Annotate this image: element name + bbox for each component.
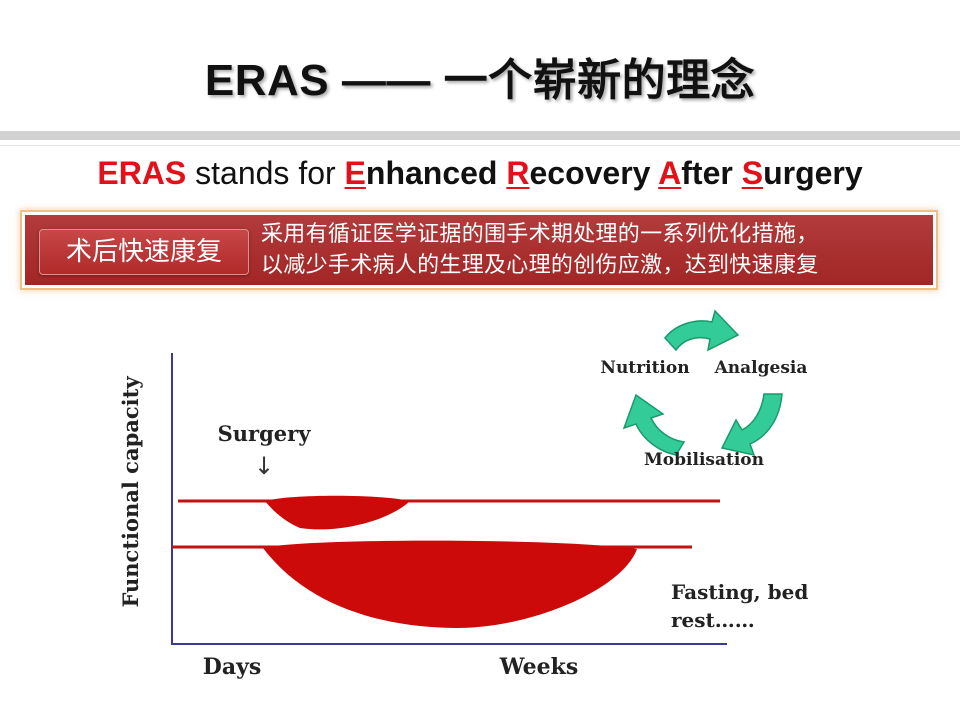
cycle-arrow-left-icon [622,393,686,456]
cycle-analgesia: Analgesia [714,358,808,378]
eras-recovery-dip [265,495,410,530]
y-axis-label: Functional capacity [118,376,143,608]
stands-for-text: stands for [186,155,345,191]
title-divider-line [0,145,960,146]
cycle-nutrition: Nutrition [600,358,689,378]
surgery-arrow-icon: ↓ [254,452,274,480]
banner-line-1: 采用有循证医学证据的围手术期处理的一系列优化措施， [261,222,819,247]
cycle-arrow-right-icon [720,393,783,457]
x-label-days: Days [203,654,262,680]
definition-banner: 术后快速康复 采用有循证医学证据的围手术期处理的一系列优化措施， 以减少手术病人… [20,210,938,290]
letter-s: S [741,155,764,191]
traditional-recovery-dip [263,540,637,628]
eras-definition: ERAS stands for Enhanced Recovery After … [0,155,960,192]
eras-cycle [622,309,783,457]
eras-acronym: ERAS [97,155,187,191]
banner-line-2: 以减少手术病人的生理及心理的创伤应激，达到快速康复 [261,253,819,278]
letter-r: R [506,155,530,191]
letter-a: A [658,155,682,191]
cycle-mobilisation: Mobilisation [644,450,764,470]
word-surgery: urgery [763,155,863,191]
fasting-label-line-1: Fasting, bed [671,580,808,604]
banner-description: 采用有循证医学证据的围手术期处理的一系列优化措施， 以减少手术病人的生理及心理的… [261,219,929,281]
word-recovery: ecovery [529,155,659,191]
title-divider [0,131,960,140]
word-after: fter [681,155,742,191]
banner-tag: 术后快速康复 [39,229,249,275]
word-enhanced: nhanced [365,155,507,191]
x-label-weeks: Weeks [499,654,579,680]
letter-e: E [344,155,366,191]
fasting-label-line-2: rest…… [671,608,755,632]
surgery-label: Surgery [218,421,312,446]
page-title: ERAS —— 一个崭新的理念 [204,56,756,105]
cycle-arrow-top-icon [664,309,740,352]
